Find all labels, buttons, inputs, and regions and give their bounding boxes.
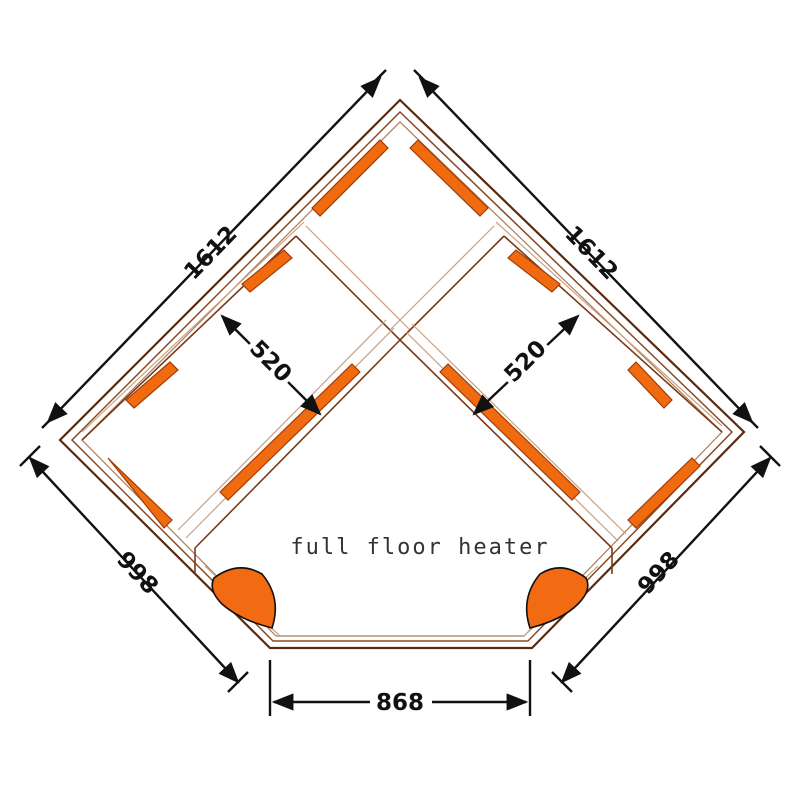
dimension-right-bench: 520 — [472, 314, 580, 416]
dimension-top-left: 1612 — [41, 69, 387, 429]
center-bench-right — [389, 225, 627, 549]
heater-panel-top-right-1 — [409, 139, 489, 217]
heater-panel-right-wall-1 — [627, 361, 673, 409]
heater-panel-left-wall-1 — [125, 361, 179, 409]
lamp-right — [525, 567, 589, 629]
heater-panels — [107, 139, 701, 529]
dim-label-right: 998 — [633, 547, 685, 600]
heater-panel-right-wall-2 — [627, 457, 701, 529]
dimension-front: 868 — [268, 660, 532, 716]
dim-label-front: 868 — [376, 690, 424, 716]
dimension-left-bench: 520 — [220, 314, 322, 416]
dim-label-top-left: 1612 — [179, 221, 242, 285]
dimension-top-right: 1612 — [413, 69, 759, 429]
heater-panel-left-wall-2 — [107, 457, 173, 529]
heater-panel-center-right — [439, 363, 581, 501]
floor-heater-label: full floor heater — [290, 535, 549, 560]
lamp-left — [211, 567, 277, 629]
